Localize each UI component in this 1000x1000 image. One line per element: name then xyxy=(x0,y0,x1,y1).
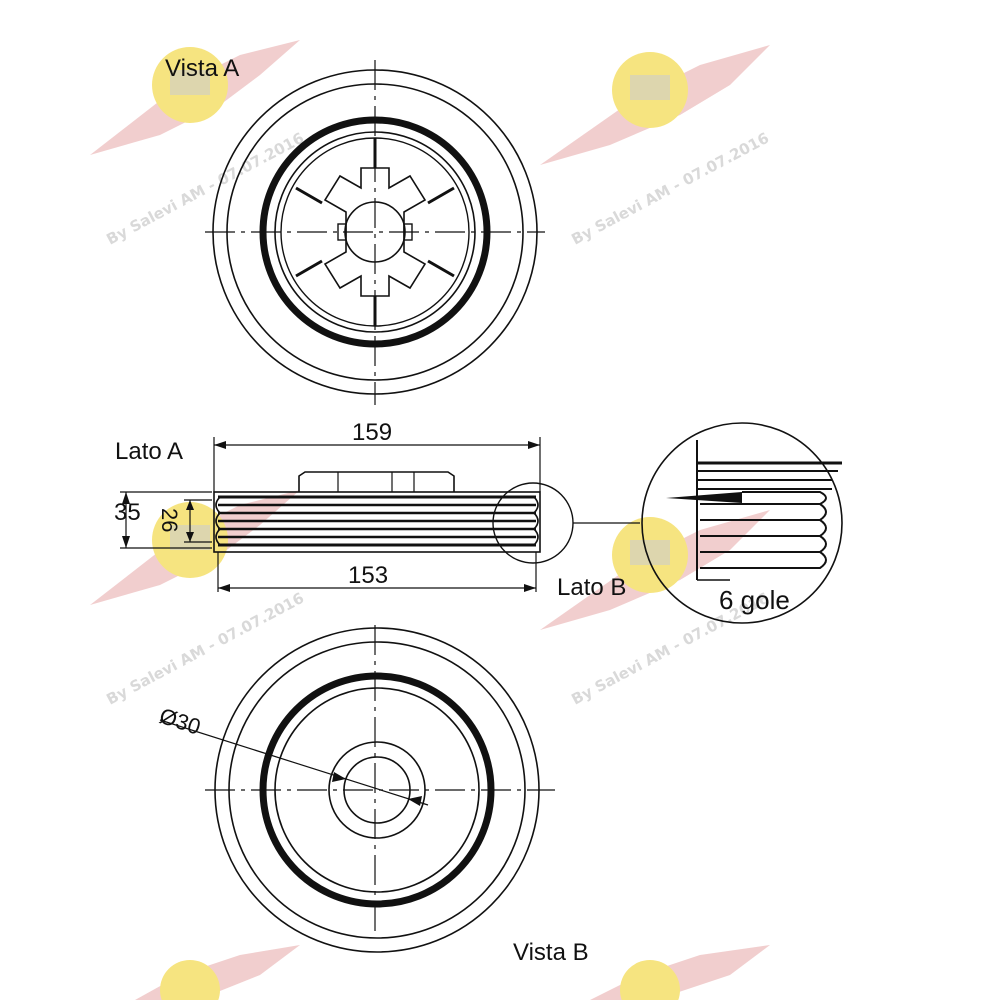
watermark-logo xyxy=(90,40,300,155)
watermark-text: By Salevi AM - 07.07.2016 xyxy=(103,129,307,249)
watermark-logo xyxy=(135,945,300,1000)
vista-b-label: Vista B xyxy=(513,939,589,966)
vista-a-label: Vista A xyxy=(165,55,239,82)
watermark-logo xyxy=(540,45,770,165)
lato-a-label: Lato A xyxy=(115,438,183,465)
dim-height-total: 35 xyxy=(114,499,141,526)
lato-b-label: Lato B xyxy=(557,574,626,601)
groove-detail-view xyxy=(641,422,843,624)
watermark-text: By Salevi AM - 07.07.2016 xyxy=(103,589,307,709)
vista-a-view xyxy=(205,60,545,405)
watermark-logo xyxy=(590,945,770,1000)
dim-inner-width: 153 xyxy=(348,562,388,589)
side-view xyxy=(120,437,640,592)
dim-bore-diameter: Ø30 xyxy=(156,703,203,740)
grooves-label: 6 gole xyxy=(719,585,790,615)
dim-height-inner: 26 xyxy=(157,508,182,532)
vista-b-view xyxy=(159,625,555,953)
dim-outer-width: 159 xyxy=(352,419,392,446)
